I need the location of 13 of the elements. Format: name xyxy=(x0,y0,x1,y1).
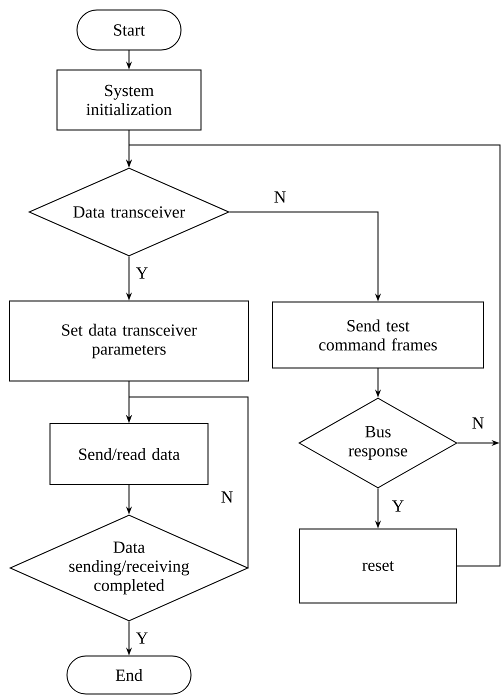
edge-label: Y xyxy=(392,500,404,512)
process-box: Send/read data xyxy=(50,423,208,485)
process-box: Set data transceiver parameters xyxy=(9,300,249,382)
process-box: reset xyxy=(299,528,457,604)
process-box: System initialization xyxy=(56,70,202,130)
edge-label: N xyxy=(274,191,286,203)
terminal-box: End xyxy=(66,656,192,694)
process-box: Send test command frames xyxy=(272,302,484,368)
edge-label: N xyxy=(472,417,484,429)
terminal-box: Start xyxy=(76,10,182,50)
edge-label: N xyxy=(221,491,233,503)
edge-label: Y xyxy=(136,267,148,279)
edge-label: Y xyxy=(136,632,148,644)
